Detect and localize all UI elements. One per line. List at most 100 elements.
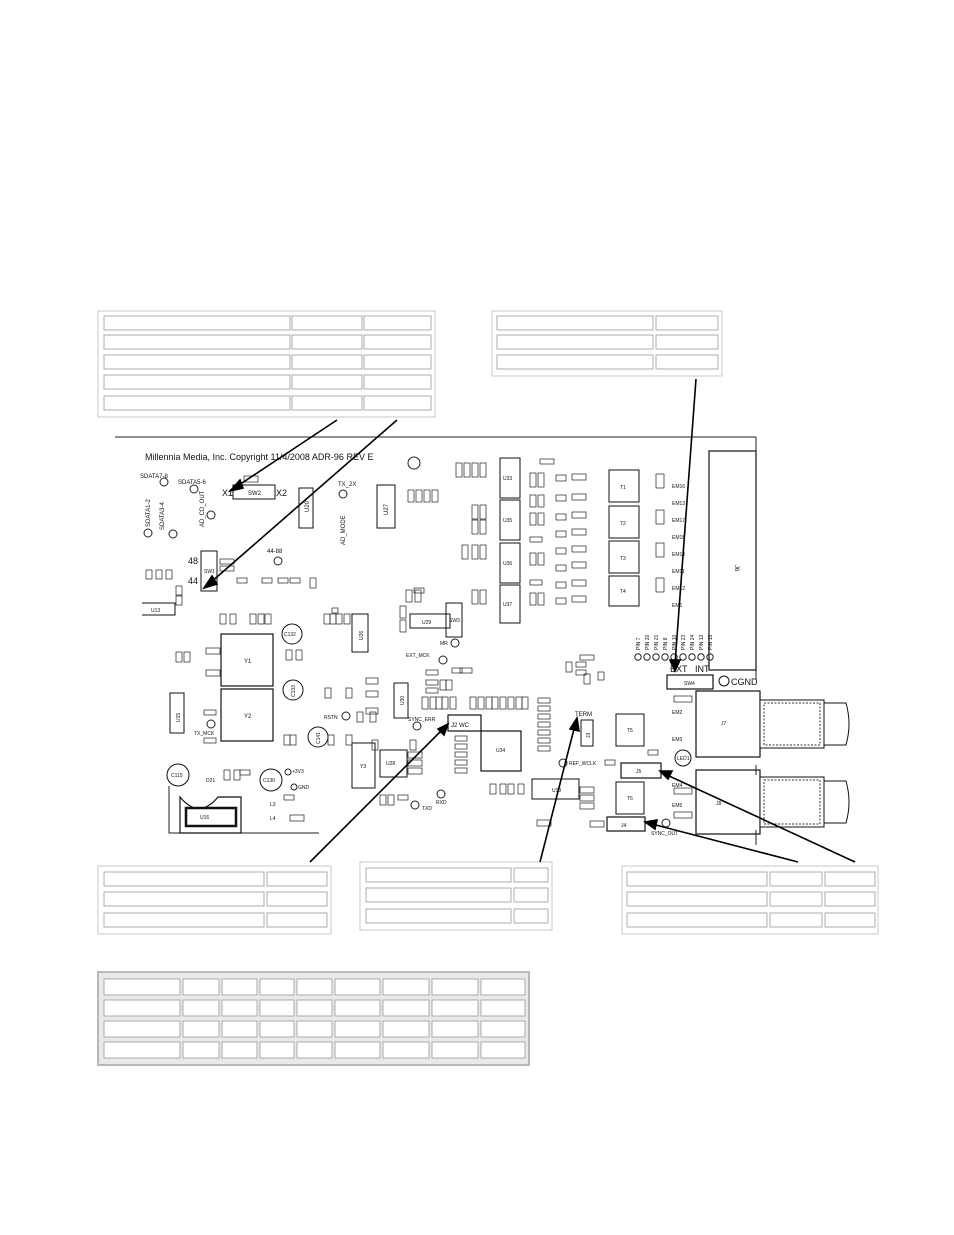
svg-text:U35: U35: [503, 518, 512, 524]
pin-test-point: [661, 653, 669, 661]
svg-text:Y3: Y3: [360, 764, 366, 770]
pin-label: PIN 13: [708, 634, 714, 650]
svg-text:U38: U38: [552, 788, 561, 794]
callout-table-bottom-left: [97, 865, 332, 935]
cap-c130: [259, 768, 283, 792]
label-x1: X1: [222, 488, 233, 498]
pin-label: PIN 24: [690, 634, 696, 650]
pin-label: PIN 20: [645, 634, 651, 650]
crystal-y2: Y2: [220, 688, 274, 742]
led1: [674, 749, 692, 767]
tp-sdata7-8: SDATA7-8: [140, 474, 168, 480]
label-int: INT: [695, 664, 710, 674]
pin-label: PIN 23: [681, 634, 687, 650]
pin-label: PIN 7: [636, 637, 642, 650]
svg-text:EM18: EM18: [672, 535, 685, 541]
tp-sdata1-2: SDATA1-2: [146, 499, 152, 527]
svg-text:L4: L4: [270, 816, 276, 822]
svg-text:EM17: EM17: [672, 518, 685, 524]
pin-label: PIN 10: [672, 634, 678, 650]
svg-text:SW1: SW1: [204, 569, 215, 575]
svg-text:EM2: EM2: [672, 710, 683, 716]
tp-ad-cd-out: AD_CD_OUT: [200, 490, 206, 527]
tp-3v3: +3V3: [292, 769, 304, 775]
label-48: 48: [188, 556, 198, 566]
em-labels: EM16 EM13 EM17 EM18 EM10 EM11 EM12 EM1 E…: [672, 484, 685, 809]
tp-sdata5-6: SDATA5-6: [178, 480, 206, 486]
ic-u16: U16: [179, 795, 242, 834]
smd-components: [145, 458, 693, 828]
tp-rstn: RSTN: [324, 715, 338, 721]
mounting-hole: [407, 456, 421, 470]
svg-text:EM16: EM16: [672, 484, 685, 490]
svg-text:J7: J7: [721, 721, 727, 727]
svg-text:T3: T3: [620, 556, 626, 562]
label-term: TERM: [575, 712, 592, 718]
pin-test-point: [706, 653, 714, 661]
pin-test-point: [679, 653, 687, 661]
transformer-t6: T6: [615, 781, 645, 815]
svg-text:U29: U29: [422, 620, 431, 626]
callout-table-top-left: [97, 310, 436, 418]
svg-text:U27: U27: [384, 503, 390, 515]
pin-label: PIN 12: [699, 634, 705, 650]
svg-text:EM5: EM5: [672, 803, 683, 809]
svg-text:EM4: EM4: [672, 783, 683, 789]
svg-text:U33: U33: [503, 476, 512, 482]
pin-test-point: [634, 653, 642, 661]
switch-sw1: SW1 48 44: [188, 550, 218, 592]
callout-table-bottom-right: [621, 865, 879, 935]
label-ext: EXT: [670, 664, 688, 674]
connector-j6: J6: [708, 450, 757, 671]
svg-text:SW3: SW3: [449, 618, 460, 624]
tp-tx-mck: TX_MCK: [194, 731, 215, 737]
tp-ext-mck: EXT_MCK: [406, 653, 430, 659]
svg-text:T2: T2: [620, 521, 626, 527]
tp-ref-wclk: REF_WCLK: [569, 761, 597, 767]
cap-c133: [282, 679, 304, 701]
svg-text:C115: C115: [171, 773, 183, 779]
svg-text:EM1: EM1: [672, 603, 683, 609]
svg-text:J3: J3: [586, 733, 592, 739]
connector-j7: J7: [695, 690, 850, 758]
ic-u29: U29: [409, 613, 451, 629]
svg-text:D21: D21: [206, 778, 215, 784]
tp-gnd: GND: [298, 785, 310, 791]
pin-test-point: [688, 653, 696, 661]
cap-c115: [166, 763, 190, 787]
svg-text:SW2: SW2: [248, 491, 262, 497]
svg-text:EM3: EM3: [672, 737, 683, 743]
label-44: 44: [188, 576, 198, 586]
svg-text:T4: T4: [620, 589, 626, 595]
svg-text:U37: U37: [503, 602, 512, 608]
ic-u20: U20: [298, 487, 314, 529]
svg-text:J4: J4: [621, 823, 627, 829]
ic-column-u: U33 U35 U36 U37: [499, 457, 521, 624]
label-44-88: 44-88: [267, 549, 283, 555]
svg-text:Y1: Y1: [244, 659, 252, 665]
svg-text:SW4: SW4: [684, 681, 695, 687]
tp-sync-out: SYNC_OUT: [651, 831, 678, 837]
svg-text:EM12: EM12: [672, 586, 685, 592]
tp-ad-mode: AD_MODE: [341, 515, 347, 545]
svg-text:EM11: EM11: [672, 569, 685, 575]
pin-label: PIN 21: [654, 634, 660, 650]
svg-text:T5: T5: [627, 728, 633, 734]
ic-u34: U34: [480, 730, 522, 772]
svg-text:Y2: Y2: [244, 714, 252, 720]
pin-label: PIN 8: [663, 637, 669, 650]
switch-sw3: SW3: [445, 602, 463, 638]
switch-sw4: SW4 EXT INT: [666, 664, 714, 690]
tp-txd: TXD: [422, 806, 432, 812]
connector-j3: J3 TERM: [575, 712, 594, 747]
svg-text:EM13: EM13: [672, 501, 685, 507]
svg-text:T1: T1: [620, 485, 626, 491]
svg-text:C133: C133: [291, 685, 297, 697]
tp-sync-err: SYNC_ERR: [408, 717, 436, 723]
connector-j4: J4: [606, 816, 646, 832]
test-point-group-left: SDATA7-8 SDATA5-6 SDATA1-2 SDATA3-4: [140, 474, 206, 539]
tp-mr: MR: [440, 641, 448, 647]
svg-text:C141: C141: [316, 732, 322, 744]
svg-text:U26: U26: [359, 631, 365, 640]
svg-text:J5: J5: [636, 769, 642, 775]
